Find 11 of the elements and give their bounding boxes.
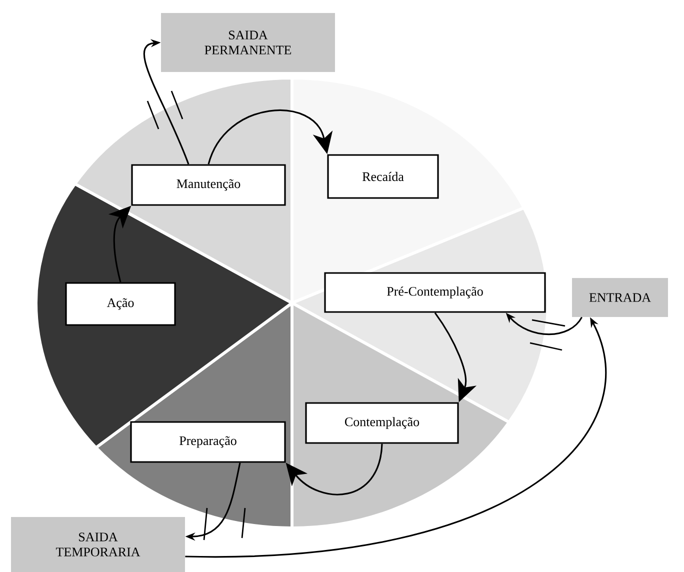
stage-box: Preparação [130, 421, 286, 463]
stage-box: Pré-Contemplação [324, 272, 546, 313]
stage-box: Contemplação [305, 402, 459, 444]
stage-box: Ação [65, 282, 176, 326]
stage-box: Recaída [327, 154, 439, 199]
exit-label-box: SAIDA PERMANENTE [161, 13, 335, 72]
arrow [143, 39, 190, 164]
stage-box: Manutenção [131, 164, 286, 206]
arrow [208, 110, 333, 164]
exit-label-box: ENTRADA [572, 278, 668, 317]
exit-label-box: SAIDA TEMPORARIA [11, 517, 185, 572]
